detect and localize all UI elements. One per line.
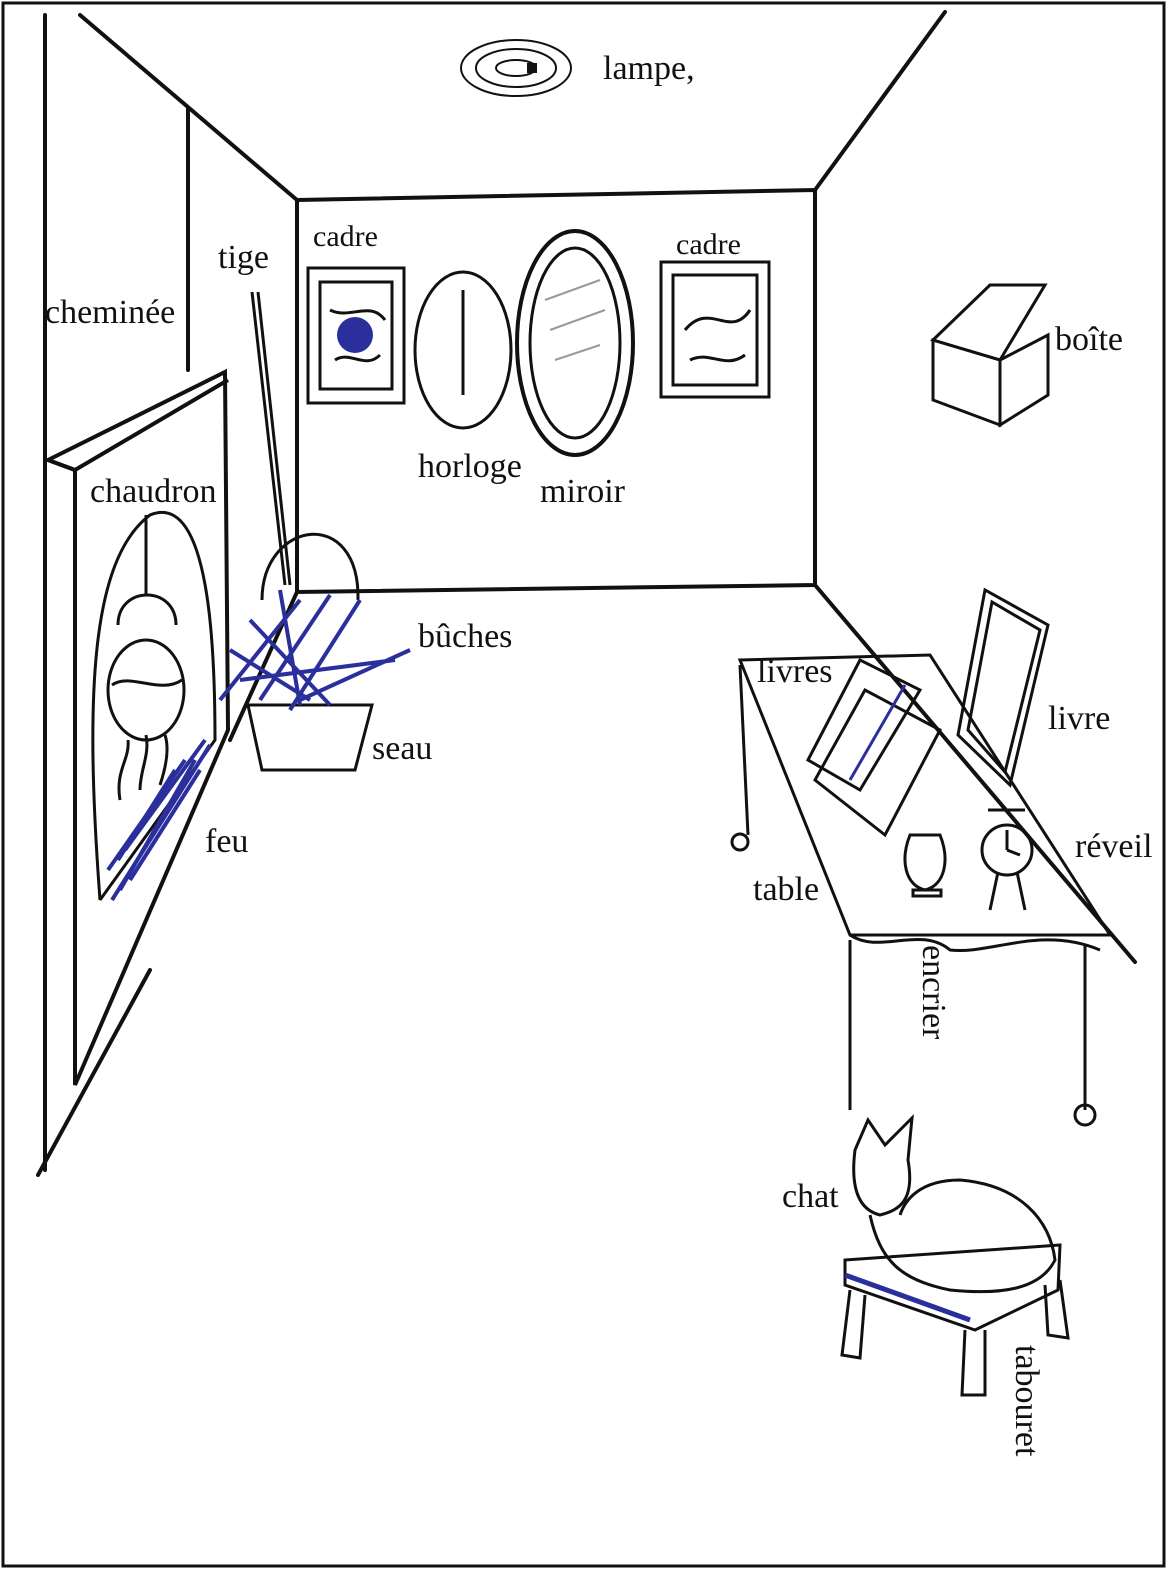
inkwell-illustration: [903, 833, 947, 898]
bucket-illustration: [246, 532, 374, 772]
label-chat: chat: [782, 1178, 839, 1215]
fireplace: [42, 368, 231, 1086]
table-illustration: [730, 653, 1113, 1127]
label-miroir: miroir: [540, 473, 625, 510]
stool-illustration: [840, 1243, 1070, 1397]
alarm-clock-illustration: [980, 808, 1034, 911]
label-table: table: [753, 871, 820, 908]
wall-clock-illustration: [413, 270, 513, 430]
book-illustration: [956, 587, 1050, 788]
logs-illustration: [218, 589, 411, 712]
right-frame-illustration: [659, 260, 771, 399]
box-illustration: [930, 283, 1050, 428]
rod-illustration: [250, 291, 292, 586]
label-lampe: lampe,: [603, 50, 695, 87]
lamp-illustration: [460, 39, 572, 97]
left-frame-illustration: [306, 266, 406, 405]
room-walls: [36, 10, 1137, 1177]
label-reveil: réveil: [1075, 828, 1153, 865]
label-horloge: horloge: [418, 448, 522, 485]
mirror-illustration: [515, 229, 635, 457]
label-cheminee: cheminée: [45, 294, 176, 331]
label-chaudron: chaudron: [90, 473, 217, 510]
label-buches: bûches: [418, 618, 513, 655]
cauldron-illustration: [106, 515, 186, 742]
flames-illustration: [117, 734, 169, 801]
label-tige: tige: [218, 239, 269, 276]
cat-illustration: [852, 1113, 1057, 1294]
label-boite: boîte: [1055, 321, 1123, 358]
label-seau: seau: [372, 730, 433, 767]
label-cadre-left: cadre: [313, 220, 378, 253]
label-livres: livres: [757, 653, 833, 690]
books-illustration: [806, 657, 943, 838]
fire-illustration: [106, 738, 212, 902]
label-livre: livre: [1048, 700, 1111, 737]
label-tabouret: tabouret: [1008, 1345, 1045, 1457]
label-feu: feu: [205, 823, 249, 860]
label-cadre-right: cadre: [676, 228, 741, 261]
label-encrier: encrier: [915, 945, 952, 1040]
